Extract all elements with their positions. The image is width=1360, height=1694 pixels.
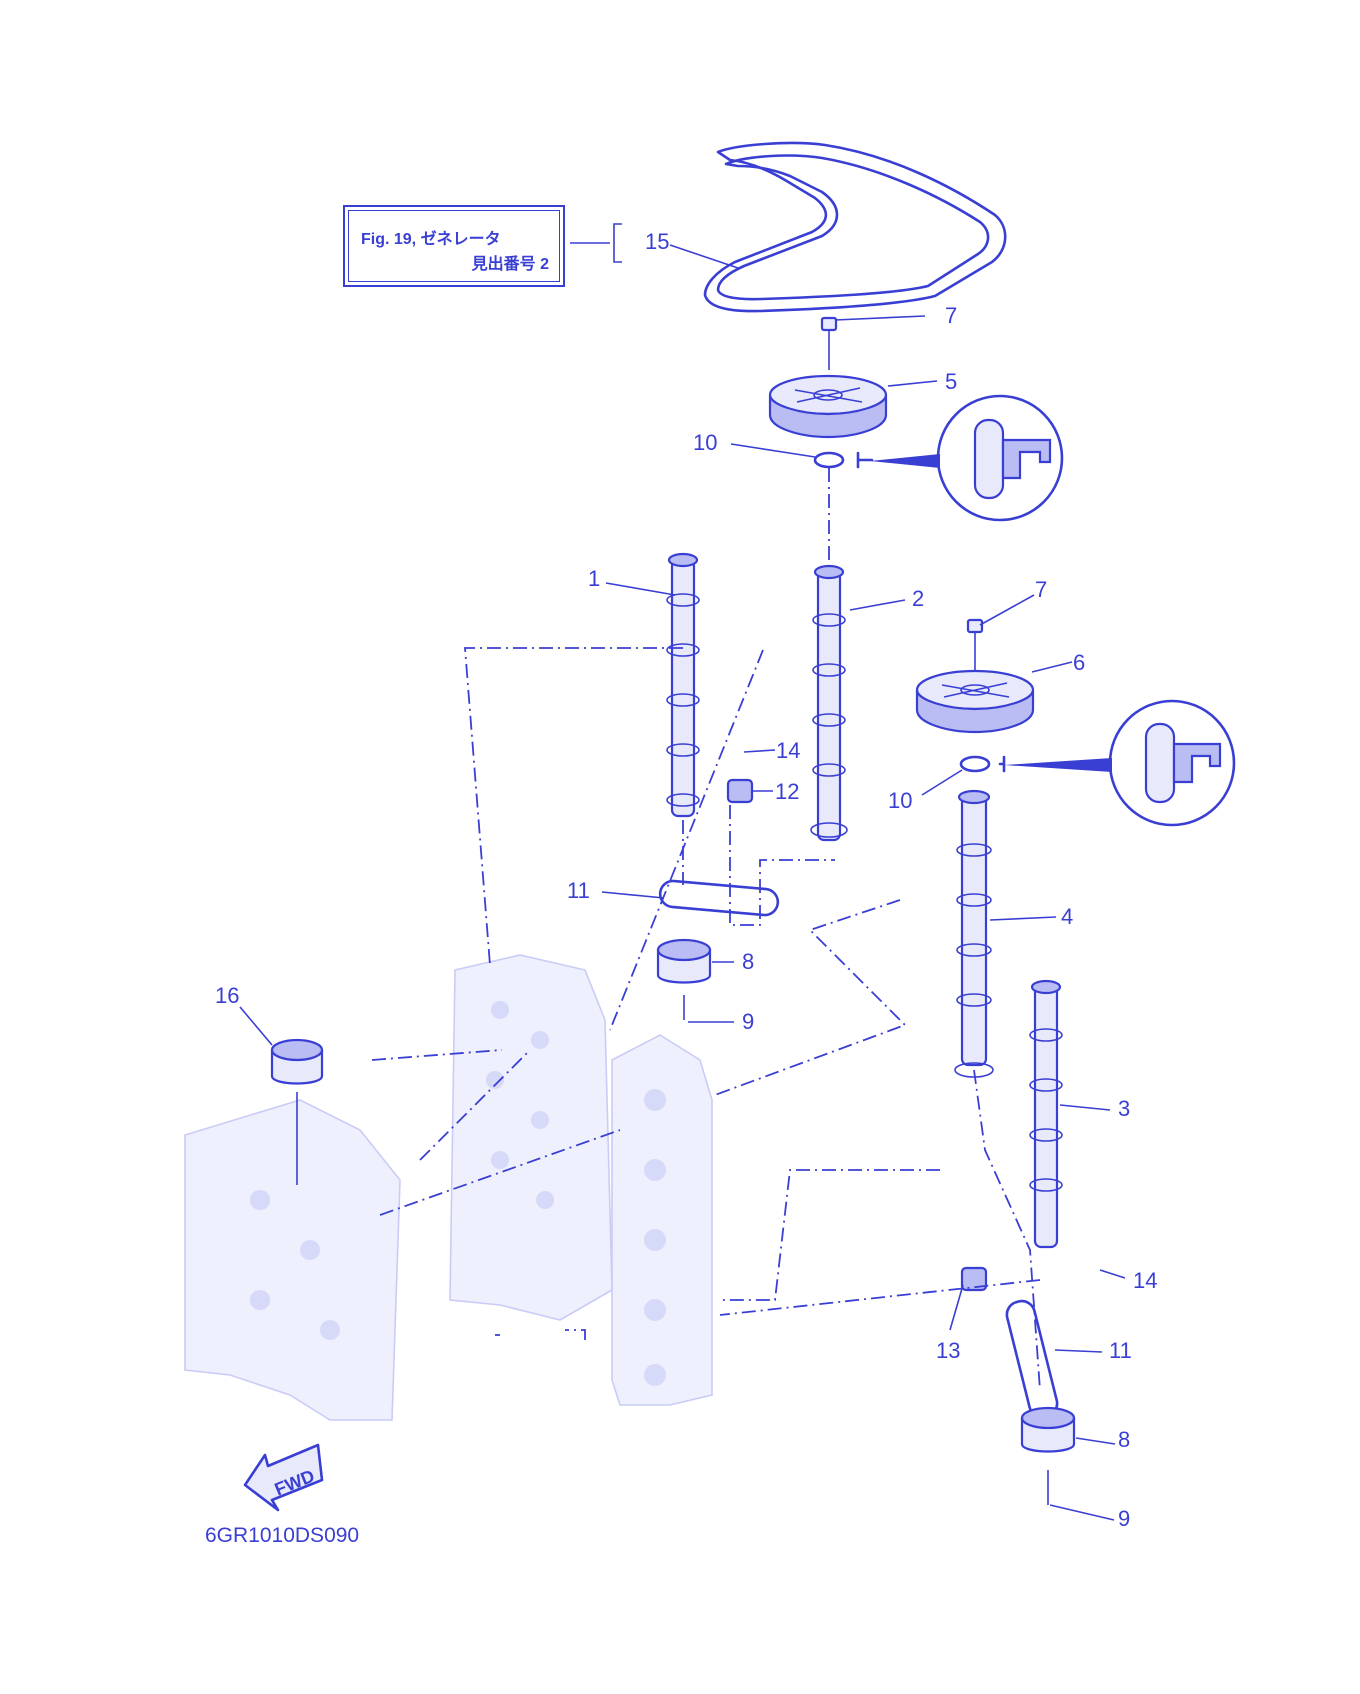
callout-7-lower: 7 xyxy=(1035,577,1048,602)
callout-5: 5 xyxy=(945,369,958,394)
callout-7-upper: 7 xyxy=(945,303,958,328)
camshaft-1 xyxy=(666,552,700,818)
callout-10-upper: 10 xyxy=(693,430,718,455)
callout-2: 2 xyxy=(912,586,925,611)
callout-11-lower: 11 xyxy=(1109,1338,1132,1363)
callout-6: 6 xyxy=(1073,650,1086,675)
tensioner-13 xyxy=(960,1266,988,1292)
callout-13: 13 xyxy=(936,1338,961,1363)
detail-bubble-seal xyxy=(856,394,1064,522)
reference-line-1: Fig. 19, ゼネレータ xyxy=(361,231,501,248)
callout-9-lower: 9 xyxy=(1118,1506,1131,1531)
camshaft-3 xyxy=(1029,979,1063,1249)
callout-4: 4 xyxy=(1061,904,1074,929)
callout-8-upper: 8 xyxy=(742,949,755,974)
idler-pulley-8b xyxy=(1020,1406,1076,1505)
cylinder-block-ghost xyxy=(184,954,713,1421)
diagram-code: 6GR1010DS090 xyxy=(205,1524,360,1547)
tensioner-16 xyxy=(270,1038,324,1185)
camshaft-4 xyxy=(954,789,994,1078)
reference-box[interactable]: Fig. 19, ゼネレータ 見出番号 2 xyxy=(343,205,565,287)
callout-9-upper: 9 xyxy=(742,1009,755,1034)
idler-pulley-8a xyxy=(656,938,712,1020)
callout-1: 1 xyxy=(588,566,601,591)
cam-pulley-6 xyxy=(915,618,1035,734)
callout-11-upper: 11 xyxy=(567,878,590,903)
seal-ring-10b xyxy=(959,755,991,773)
cam-pulley-5 xyxy=(768,316,888,439)
fwd-arrow-icon: FWD xyxy=(243,1443,324,1512)
reference-line-2: 見出番号 2 xyxy=(471,256,549,273)
leader-lines xyxy=(239,223,1126,1521)
assembly-lines xyxy=(371,647,1041,1391)
chain-11-upper xyxy=(658,879,780,917)
seal-ring-10 xyxy=(813,451,845,469)
callout-12: 12 xyxy=(775,779,800,804)
callout-15: 15 xyxy=(645,229,670,254)
callout-16: 16 xyxy=(215,983,240,1008)
callout-10-lower: 10 xyxy=(888,788,913,813)
detail-bubble-seal-2 xyxy=(998,699,1236,827)
callout-14-lower: 14 xyxy=(1133,1268,1158,1293)
callout-14-upper: 14 xyxy=(776,738,801,763)
callout-3: 3 xyxy=(1118,1096,1131,1121)
tensioner-12 xyxy=(726,778,754,804)
timing-belt xyxy=(703,141,1007,313)
callout-8-lower: 8 xyxy=(1118,1427,1131,1452)
chain-11-lower xyxy=(1005,1299,1059,1419)
camshaft-2 xyxy=(810,564,848,842)
